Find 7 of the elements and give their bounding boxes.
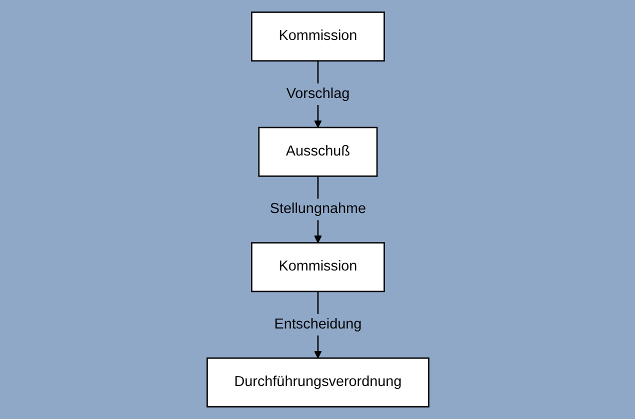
edge-label: Entscheidung: [274, 316, 362, 332]
node-box: Durchführungsverordnung: [206, 357, 429, 408]
node-box: Kommission: [250, 12, 384, 62]
edge-label: Stellungnahme: [269, 201, 366, 217]
node-box: Ausschuß: [258, 126, 378, 177]
node-box: Kommission: [250, 242, 384, 292]
edge-label: Vorschlag: [286, 86, 350, 102]
